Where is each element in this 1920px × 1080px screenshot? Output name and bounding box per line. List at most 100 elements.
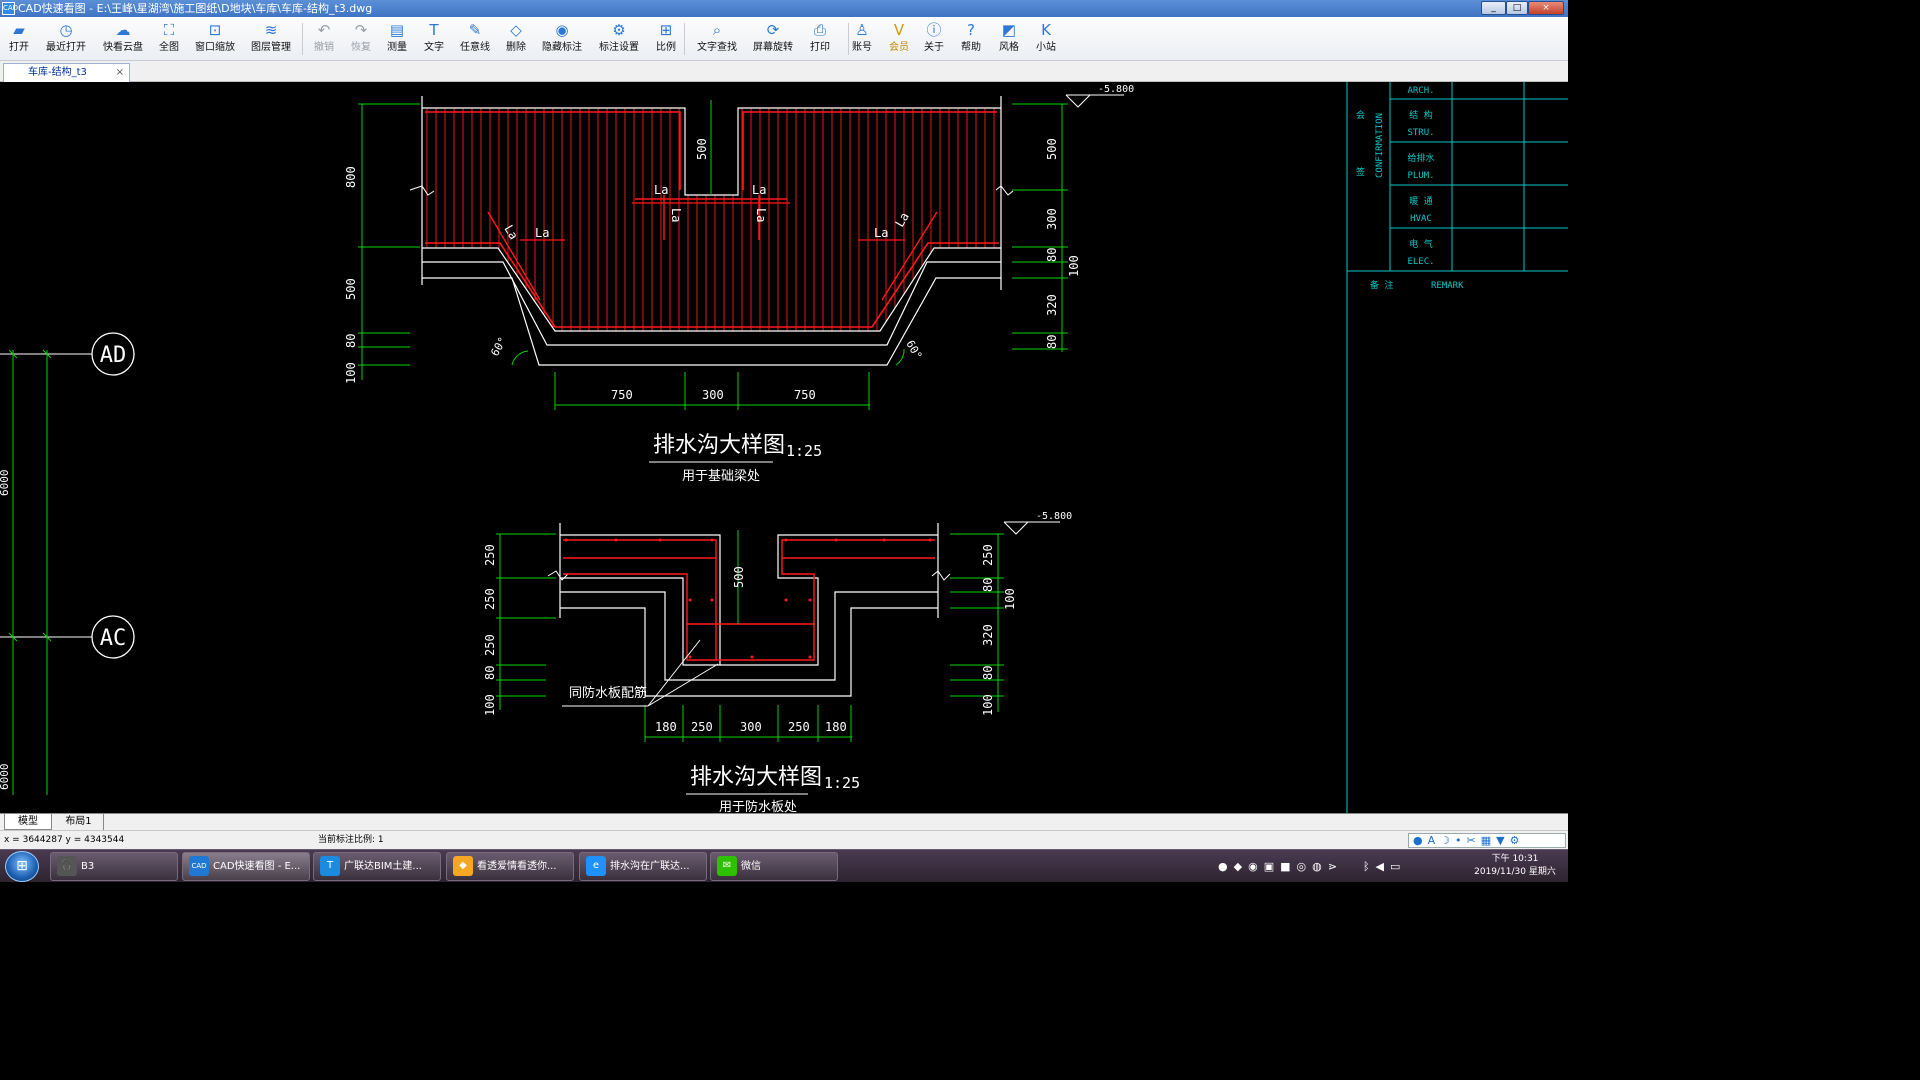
cloud-button[interactable]: ☁快看云盘 [100, 19, 146, 59]
mark-settings-icon: ⚙ [612, 21, 626, 39]
taskbar-item-label: 排水沟在广联达... [610, 861, 690, 872]
dim-text: 320 [981, 624, 995, 646]
marksettings-button[interactable]: ⚙标注设置 [597, 19, 641, 59]
close-button[interactable]: × [1528, 1, 1564, 15]
document-tab[interactable]: 车库-结构_t3 × [3, 63, 130, 82]
tab-model[interactable]: 模型 [4, 814, 52, 830]
annotation-scale: 当前标注比例: 1 [318, 835, 384, 845]
zoom-window-icon: ⊡ [208, 21, 222, 39]
rotate-button[interactable]: ⟳屏幕旋转 [751, 19, 795, 59]
t-icon: T [320, 856, 340, 876]
layers-button[interactable]: ≋图层管理 [248, 19, 294, 59]
tray-app-icon[interactable]: ■ [1280, 860, 1291, 873]
freeline-button[interactable]: ✎任意线 [458, 19, 492, 59]
style-button[interactable]: ◩风格 [996, 19, 1022, 59]
moon-icon[interactable]: ☽ [1440, 834, 1451, 847]
rotate-icon: ⟳ [766, 21, 780, 39]
clock[interactable]: 下午 10:31 2019/11/30 星期六 [1466, 853, 1564, 879]
tray-gift-icon[interactable]: ▣ [1263, 860, 1275, 873]
top-rebar-hatch [422, 108, 1001, 331]
pen-icon: ✎ [468, 21, 482, 39]
app-icon: CAD [2, 2, 18, 15]
close-tab-icon[interactable]: × [115, 67, 124, 78]
gear-icon[interactable]: ⚙ [1509, 834, 1520, 847]
maximize-button[interactable]: □ [1506, 1, 1528, 15]
print-button[interactable]: ⎙打印 [807, 19, 833, 59]
keyboard-icon[interactable]: ▦ [1480, 834, 1492, 847]
measure-button[interactable]: ▤测量 [384, 19, 410, 59]
taskbar-item[interactable]: ◆看透爱情看透你... [446, 852, 574, 881]
site-label: 小站 [1036, 42, 1056, 53]
tray-cube-icon[interactable]: ◆ [1233, 860, 1243, 873]
dim-text: 180 [825, 720, 847, 734]
detail-scale: 1:25 [824, 774, 860, 792]
zoomwin-button[interactable]: ⊡窗口缩放 [193, 19, 237, 59]
la-label: La [874, 226, 888, 240]
delete-button[interactable]: ◇删除 [503, 19, 529, 59]
axis-label: AD [100, 343, 127, 368]
dim-text: 500 [1045, 138, 1059, 160]
taskbar-item[interactable]: 🎧B3 [50, 852, 178, 881]
dim-text: 6000 [0, 470, 11, 497]
tray-user-icon[interactable]: ● [1218, 860, 1228, 873]
ratio-button[interactable]: ⊞比例 [652, 19, 680, 59]
dim-text: 320 [1045, 294, 1059, 316]
dim-text: 250 [483, 634, 497, 656]
dim-text: 100 [981, 694, 995, 716]
tray-chat-icon[interactable]: ◍ [1312, 860, 1322, 873]
ime-user-icon[interactable]: ● [1413, 834, 1423, 847]
ime-toolbar[interactable]: ● A ☽ • ✂ ▦ ▼ ⚙ [1408, 833, 1566, 848]
full-button[interactable]: ⛶全图 [156, 19, 182, 59]
redo-button[interactable]: ↷恢复 [348, 19, 374, 59]
undo-button[interactable]: ↶撤销 [311, 19, 337, 59]
printer-icon: ⎙ [813, 21, 826, 39]
taskbar-item[interactable]: ✉微信 [710, 852, 838, 881]
dim-text: 180 [655, 720, 677, 734]
axis-label: AC [100, 626, 127, 651]
la-label: La [892, 210, 911, 230]
dim-text: 500 [732, 566, 746, 588]
dot-icon[interactable]: • [1455, 834, 1462, 847]
minimize-button[interactable]: _ [1481, 1, 1506, 15]
open-button[interactable]: ▰打开 [6, 19, 32, 59]
help-icon: ? [967, 21, 975, 39]
start-button[interactable]: ⊞ [5, 851, 39, 882]
recent-button[interactable]: ◷最近打开 [44, 19, 88, 59]
titleblock-confirm-cn: 会 [1356, 109, 1365, 121]
findtext-button[interactable]: ⌕文字查找 [695, 19, 739, 59]
shirt-icon[interactable]: ▼ [1496, 834, 1505, 847]
account-button[interactable]: ♙账号 [849, 19, 875, 59]
scissors-icon[interactable]: ✂ [1466, 834, 1476, 847]
tray-browser-icon[interactable]: ◉ [1248, 860, 1258, 873]
ime-lang-icon[interactable]: A [1427, 834, 1436, 847]
media-icon: ◆ [453, 856, 473, 876]
help-button[interactable]: ?帮助 [958, 19, 984, 59]
hidemark-button[interactable]: ◉隐藏标注 [541, 19, 583, 59]
tab-layout1[interactable]: 布局1 [54, 814, 104, 830]
titleblock-confirm-cn: 签 [1356, 166, 1365, 178]
top-detail: La La La La La La La La 500 60° 60° [344, 84, 1134, 484]
taskbar-item[interactable]: e 排水沟在广联达... [579, 852, 707, 881]
info-icon: ⓘ [926, 21, 942, 39]
titleblock-row-en: PLUM. [1407, 171, 1434, 181]
system-tray: ● ◆ ◉ ▣ ■ ◎ ◍ ⋗ ᛒ ◀ ▭ [1218, 854, 1400, 879]
ie-icon: e [586, 856, 606, 876]
angle-label: 60° [903, 338, 924, 362]
text-icon: T [429, 21, 439, 39]
tray-wifi-icon[interactable]: ⋗ [1327, 860, 1337, 873]
detail-title: 排水沟大样图 [690, 765, 822, 790]
volume-icon[interactable]: ◀ [1375, 860, 1385, 873]
drawing-canvas[interactable]: La La La La La La La La 500 60° 60° [0, 82, 1568, 815]
network-icon[interactable]: ▭ [1390, 860, 1401, 873]
tray-wechat-icon[interactable]: ◎ [1296, 860, 1307, 873]
bluetooth-icon[interactable]: ᛒ [1362, 860, 1370, 873]
cloud-icon: ☁ [115, 21, 131, 39]
